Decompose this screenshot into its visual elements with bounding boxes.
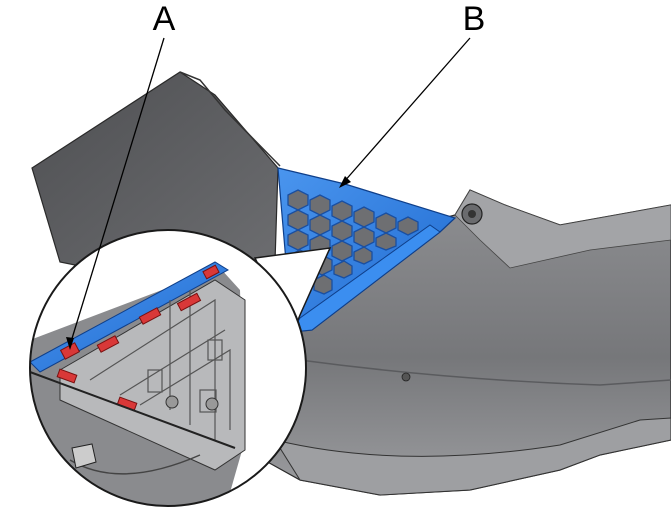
zoom-bracket-ribs — [89, 290, 231, 440]
leader-line-b — [342, 37, 471, 184]
bumper-lower-lip — [273, 417, 671, 496]
leader-arrow-b — [339, 176, 351, 188]
callout-label-a: A — [153, 0, 176, 38]
callout-b: B — [339, 0, 485, 188]
bumper-top-surface — [454, 189, 671, 269]
zoom-circle-border — [29, 229, 307, 507]
zoom-blue-edge — [30, 261, 229, 373]
leader-line-a — [69, 37, 165, 346]
zoom-detail-circle — [29, 229, 307, 507]
connector — [71, 443, 97, 469]
callout-a: A — [66, 0, 176, 350]
grille-honeycomb — [287, 189, 419, 295]
bumper-character-line — [299, 359, 671, 386]
zoom-screw — [165, 395, 179, 409]
wire-harness — [30, 371, 236, 449]
mounting-hole — [468, 210, 476, 218]
retaining-clips — [56, 264, 220, 412]
clip-a — [59, 342, 81, 360]
bumper-flap-edge — [179, 71, 281, 167]
grille-b — [277, 167, 457, 333]
sensor-dot — [401, 372, 411, 382]
zoom-screw-2 — [205, 397, 219, 411]
leader-arrow-a — [66, 337, 74, 350]
callout-label-b: B — [463, 0, 486, 38]
